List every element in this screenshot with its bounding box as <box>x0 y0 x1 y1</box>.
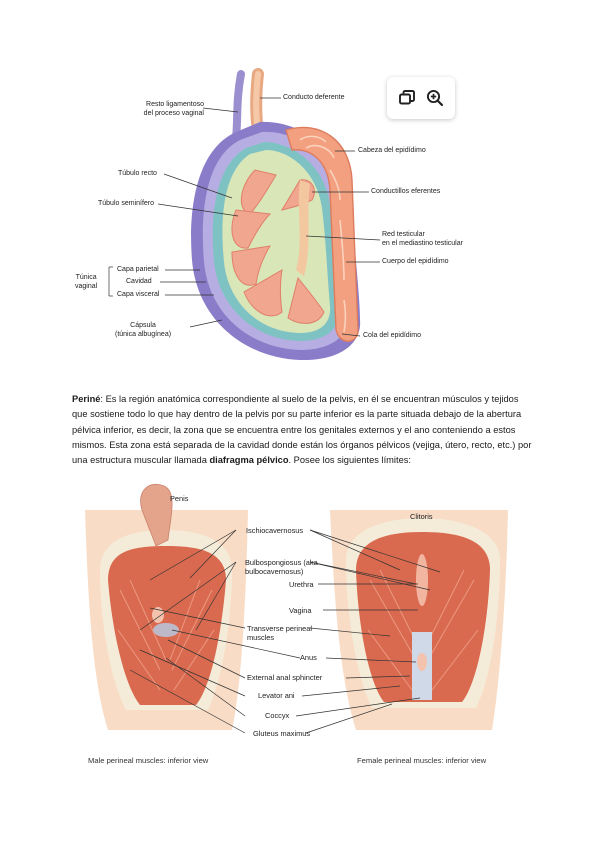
label-vagina: Vagina <box>289 606 312 615</box>
label-cuerpo: Cuerpo del epidídimo <box>382 258 449 265</box>
label-coccyx: Coccyx <box>265 711 290 720</box>
label-penis: Penis <box>170 494 189 503</box>
perine-paragraph: Periné: Es la región anatómica correspon… <box>72 392 532 468</box>
label-capsula: Cápsula (túnica albugínea) <box>115 322 172 338</box>
perineum-figure: Penis Clitoris Ischiocavernosus Bulbospo… <box>0 480 599 780</box>
caption-female: Female perineal muscles: inferior view <box>357 756 487 765</box>
image-toolbar <box>387 77 455 119</box>
paragraph-bold-term: diafragma pélvico <box>209 455 289 466</box>
paragraph-term: Periné <box>72 394 101 404</box>
paragraph-text-1: : Es la región anatómica correspondiente… <box>72 394 532 466</box>
copy-button[interactable] <box>395 86 419 110</box>
label-cola: Cola del epidídimo <box>363 332 421 339</box>
label-external-anal-sphincter: External anal sphincter <box>247 673 323 682</box>
testis-illustration <box>108 68 381 361</box>
label-capa-visceral: Capa visceral <box>117 291 160 298</box>
paragraph-text-2: . Posee los siguientes límites: <box>288 455 411 466</box>
label-tubulo-seminifero: Túbulo seminífero <box>98 200 155 207</box>
label-conducto: Conducto deferente <box>283 94 345 101</box>
label-urethra: Urethra <box>289 580 314 589</box>
label-red: Red testicular en el mediastino testicul… <box>382 231 463 247</box>
label-cavidad: Cavidad <box>126 278 152 285</box>
label-resto: Resto ligamentoso del proceso vaginal <box>143 101 204 117</box>
label-conductillos: Conductillos eferentes <box>371 188 441 195</box>
label-tunica: Túnica vaginal <box>75 274 98 290</box>
caption-male: Male perineal muscles: inferior view <box>88 756 209 765</box>
testis-figure: Resto ligamentoso del proceso vaginal Co… <box>0 0 599 380</box>
label-gluteus-maximus: Gluteus maximus <box>253 729 311 738</box>
label-bulbospongiosus: Bulbospongiosus (aka bulbocavernosus) <box>245 558 318 576</box>
label-levator-ani: Levator ani <box>258 691 295 700</box>
label-cabeza: Cabeza del epidídimo <box>358 147 426 154</box>
label-transverse: Transverse perineal muscles <box>247 624 313 642</box>
label-ischiocavernosus: Ischiocavernosus <box>246 526 304 535</box>
zoom-in-button[interactable] <box>423 86 447 110</box>
copy-icon <box>399 90 415 105</box>
label-tubulo-recto: Túbulo recto <box>118 170 157 177</box>
label-capa-parietal: Capa parietal <box>117 266 159 273</box>
zoom-in-icon <box>426 89 444 107</box>
label-clitoris: Clitoris <box>410 512 433 521</box>
label-anus: Anus <box>300 653 317 662</box>
perineum-illustration <box>85 484 508 734</box>
